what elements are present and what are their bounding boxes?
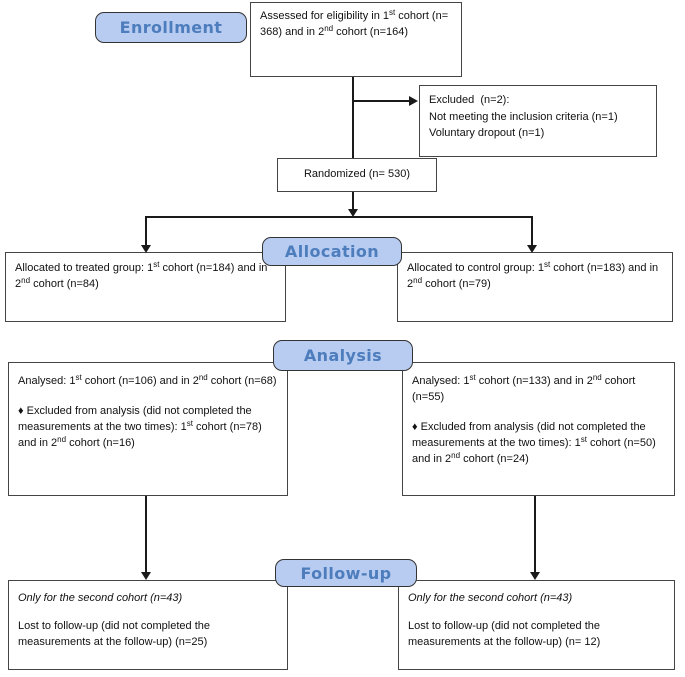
followup-section-label: Follow-up [275,559,417,587]
followup-treated-note: Only for the second cohort (n=43) [18,592,183,604]
excluded-reason-1: Not meeting the inclusion criteria (n=1) [429,110,618,123]
arrowhead-excluded-icon [409,96,418,106]
allocated-control-box: Allocated to control group: 1st cohort (… [397,252,673,322]
excluded-box: Excluded (n=2): Not meeting the inclusio… [419,85,657,157]
excluded-title: Excluded (n=2): [429,94,510,106]
followup-treated-box: Only for the second cohort (n=43) Lost t… [8,580,288,670]
followup-control-lost-text: Lost to follow-up (did not completed the… [408,619,604,648]
line-branch-to-excluded [353,100,409,102]
allocation-section-label: Allocation [262,237,402,266]
analysed-control-excluded-text: ♦ Excluded from analysis (did not comple… [412,420,659,465]
line-analysis-to-followup-control [534,496,536,572]
arrowhead-followup-treated-icon [141,572,151,580]
analysed-treated-excluded-text: ♦ Excluded from analysis (did not comple… [18,404,265,449]
arrowhead-split-icon [348,209,358,217]
arrowhead-treated-icon [141,245,151,253]
randomized-text: Randomized (n= 530) [303,168,411,181]
line-split-horizontal [145,216,533,218]
assessed-eligibility-text: Assessed for eligibility in 1st cohort (… [260,8,452,38]
randomized-box: Randomized (n= 530) [277,158,437,192]
analysis-section-label: Analysis [273,340,413,371]
followup-control-box: Only for the second cohort (n=43) Lost t… [398,580,675,670]
analysed-control-text: Analysed: 1st cohort (n=133) and in 2nd … [412,373,639,403]
analysed-control-box: Analysed: 1st cohort (n=133) and in 2nd … [402,362,675,496]
followup-treated-lost-text: Lost to follow-up (did not completed the… [18,619,214,648]
analysed-treated-text: Analysed: 1st cohort (n=106) and in 2nd … [18,373,277,388]
line-randomized-to-split [352,192,354,210]
line-split-to-treated [145,216,147,245]
line-assessed-to-randomized [352,77,354,158]
enrollment-section-label: Enrollment [95,12,247,43]
assessed-eligibility-box: Assessed for eligibility in 1st cohort (… [250,2,462,77]
line-analysis-to-followup-treated [145,496,147,572]
allocated-control-text: Allocated to control group: 1st cohort (… [407,260,662,290]
excluded-reason-2: Voluntary dropout (n=1) [429,127,545,139]
line-split-to-control [531,216,533,245]
allocated-treated-text: Allocated to treated group: 1st cohort (… [15,260,271,290]
analysed-treated-box: Analysed: 1st cohort (n=106) and in 2nd … [8,362,288,496]
arrowhead-followup-control-icon [530,572,540,580]
arrowhead-control-icon [527,245,537,253]
followup-control-note: Only for the second cohort (n=43) [408,592,573,604]
allocated-treated-box: Allocated to treated group: 1st cohort (… [5,252,286,322]
